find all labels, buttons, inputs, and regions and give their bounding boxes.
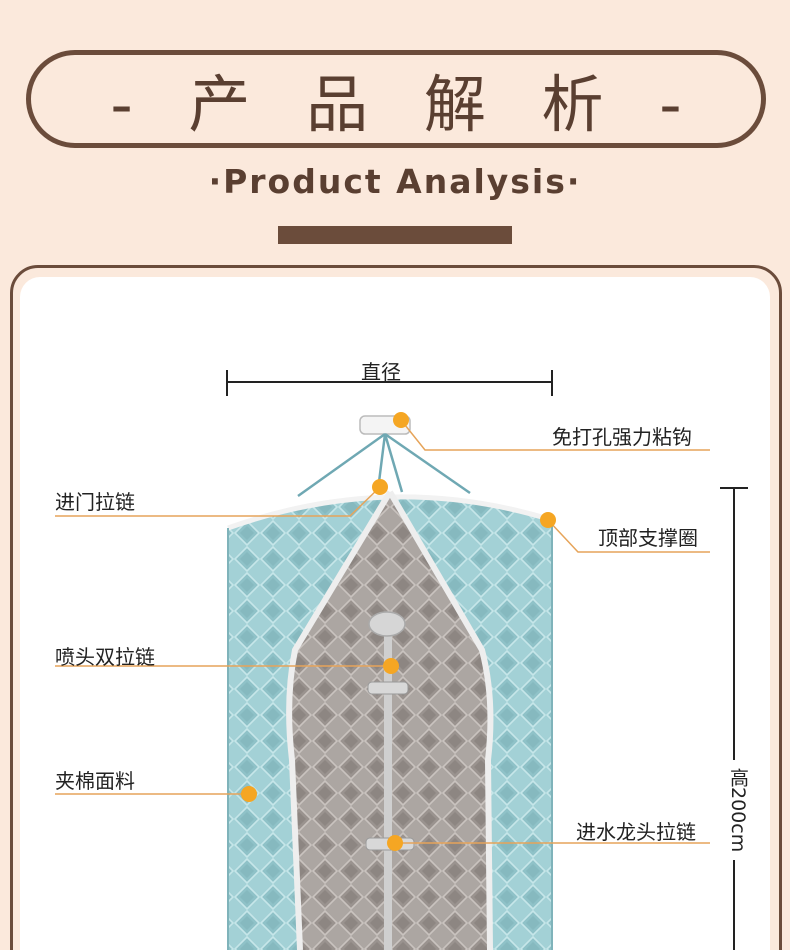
page-title: - 产 品 解 析 - xyxy=(110,68,700,141)
label-top-ring: 顶部支撑圈 xyxy=(598,526,698,550)
title-pill: - 产 品 解 析 - xyxy=(26,50,766,148)
marker-door-zipper xyxy=(372,479,388,495)
marker-top-ring xyxy=(540,512,556,528)
marker-fabric xyxy=(241,786,257,802)
marker-faucet-zipper xyxy=(387,835,403,851)
title-underline-bar xyxy=(278,226,512,244)
label-shower-zipper: 喷头双拉链 xyxy=(55,645,155,669)
label-fabric: 夹棉面料 xyxy=(55,769,135,793)
label-door-zipper: 进门拉链 xyxy=(55,490,135,514)
label-diameter: 直径 xyxy=(361,360,401,384)
marker-hook xyxy=(393,412,409,428)
page-subtitle: ·Product Analysis· xyxy=(208,162,582,201)
label-height: 高200cm xyxy=(722,760,752,860)
label-faucet-zipper: 进水龙头拉链 xyxy=(576,820,696,844)
marker-shower-zipper xyxy=(383,658,399,674)
label-hook: 免打孔强力粘钩 xyxy=(552,425,692,449)
